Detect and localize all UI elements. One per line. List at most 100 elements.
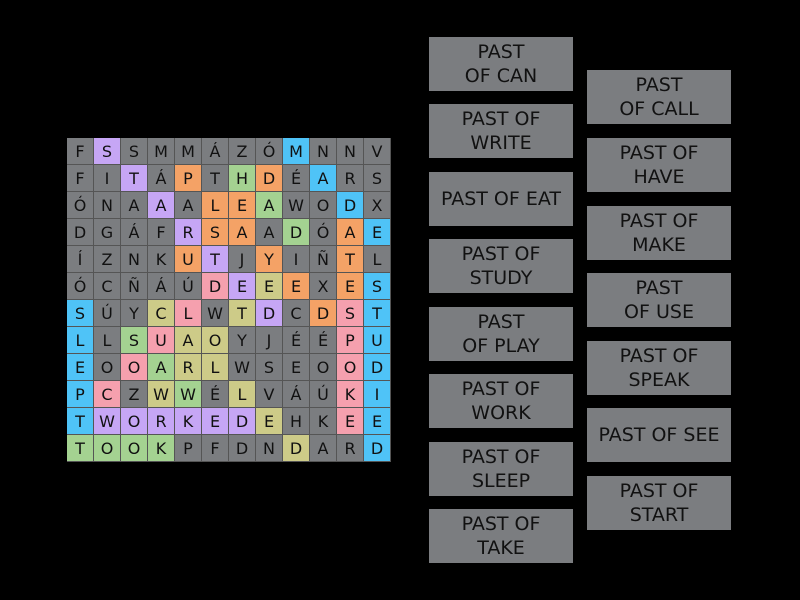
grid-cell[interactable]: P	[175, 165, 202, 192]
grid-cell[interactable]: A	[310, 165, 337, 192]
grid-cell[interactable]: Ñ	[310, 246, 337, 273]
grid-cell[interactable]: O	[310, 192, 337, 219]
grid-cell[interactable]: U	[364, 327, 391, 354]
grid-cell[interactable]: E	[283, 354, 310, 381]
grid-cell[interactable]: E	[229, 192, 256, 219]
grid-cell[interactable]: O	[121, 435, 148, 462]
grid-cell[interactable]: D	[283, 219, 310, 246]
grid-cell[interactable]: Ó	[67, 273, 94, 300]
grid-cell[interactable]: Á	[121, 219, 148, 246]
grid-cell[interactable]: W	[283, 192, 310, 219]
grid-cell[interactable]: E	[229, 273, 256, 300]
grid-cell[interactable]: N	[94, 192, 121, 219]
grid-cell[interactable]: A	[175, 192, 202, 219]
grid-cell[interactable]: M	[283, 138, 310, 165]
grid-cell[interactable]: Y	[121, 300, 148, 327]
grid-cell[interactable]: P	[67, 381, 94, 408]
grid-cell[interactable]: Z	[229, 138, 256, 165]
grid-cell[interactable]: I	[94, 165, 121, 192]
grid-cell[interactable]: D	[67, 219, 94, 246]
grid-cell[interactable]: W	[202, 300, 229, 327]
grid-cell[interactable]: D	[364, 435, 391, 462]
grid-cell[interactable]: X	[364, 192, 391, 219]
grid-cell[interactable]: A	[229, 219, 256, 246]
grid-cell[interactable]: C	[94, 381, 121, 408]
grid-cell[interactable]: S	[364, 273, 391, 300]
grid-cell[interactable]: D	[364, 354, 391, 381]
grid-cell[interactable]: L	[229, 381, 256, 408]
grid-cell[interactable]: Ú	[94, 300, 121, 327]
grid-cell[interactable]: C	[283, 300, 310, 327]
grid-cell[interactable]: Í	[67, 246, 94, 273]
grid-cell[interactable]: Ú	[310, 381, 337, 408]
grid-cell[interactable]: A	[148, 354, 175, 381]
grid-cell[interactable]: Á	[148, 273, 175, 300]
grid-cell[interactable]: L	[202, 354, 229, 381]
grid-cell[interactable]: N	[310, 138, 337, 165]
grid-cell[interactable]: O	[121, 354, 148, 381]
grid-cell[interactable]: A	[310, 435, 337, 462]
grid-cell[interactable]: Á	[148, 165, 175, 192]
grid-cell[interactable]: T	[67, 408, 94, 435]
grid-cell[interactable]: N	[256, 435, 283, 462]
grid-cell[interactable]: N	[121, 246, 148, 273]
grid-cell[interactable]: T	[337, 246, 364, 273]
grid-cell[interactable]: H	[229, 165, 256, 192]
grid-cell[interactable]: Z	[121, 381, 148, 408]
grid-cell[interactable]: C	[94, 273, 121, 300]
grid-cell[interactable]: E	[364, 408, 391, 435]
grid-cell[interactable]: C	[148, 300, 175, 327]
grid-cell[interactable]: V	[364, 138, 391, 165]
grid-cell[interactable]: W	[94, 408, 121, 435]
grid-cell[interactable]: Z	[94, 246, 121, 273]
grid-cell[interactable]: E	[337, 273, 364, 300]
word-button[interactable]: PAST OF SEE	[587, 408, 731, 462]
grid-cell[interactable]: K	[175, 408, 202, 435]
grid-cell[interactable]: Á	[202, 138, 229, 165]
grid-cell[interactable]: Ó	[310, 219, 337, 246]
grid-cell[interactable]: D	[256, 300, 283, 327]
grid-cell[interactable]: T	[364, 300, 391, 327]
grid-cell[interactable]: S	[67, 300, 94, 327]
grid-cell[interactable]: W	[148, 381, 175, 408]
grid-cell[interactable]: J	[229, 246, 256, 273]
grid-cell[interactable]: W	[229, 354, 256, 381]
grid-cell[interactable]: F	[67, 165, 94, 192]
grid-cell[interactable]: S	[121, 138, 148, 165]
grid-cell[interactable]: W	[175, 381, 202, 408]
grid-cell[interactable]: L	[67, 327, 94, 354]
grid-cell[interactable]: K	[310, 408, 337, 435]
grid-cell[interactable]: H	[283, 408, 310, 435]
grid-cell[interactable]: R	[337, 435, 364, 462]
grid-cell[interactable]: O	[94, 354, 121, 381]
grid-cell[interactable]: D	[202, 273, 229, 300]
grid-cell[interactable]: E	[67, 354, 94, 381]
grid-cell[interactable]: O	[94, 435, 121, 462]
grid-cell[interactable]: S	[202, 219, 229, 246]
grid-cell[interactable]: Ó	[256, 138, 283, 165]
grid-cell[interactable]: D	[229, 435, 256, 462]
grid-cell[interactable]: M	[175, 138, 202, 165]
grid-cell[interactable]: D	[337, 192, 364, 219]
grid-cell[interactable]: D	[283, 435, 310, 462]
grid-cell[interactable]: U	[148, 327, 175, 354]
grid-cell[interactable]: F	[67, 138, 94, 165]
grid-cell[interactable]: U	[175, 246, 202, 273]
grid-cell[interactable]: Á	[283, 381, 310, 408]
grid-cell[interactable]: F	[148, 219, 175, 246]
grid-cell[interactable]: A	[148, 192, 175, 219]
grid-cell[interactable]: S	[364, 165, 391, 192]
grid-cell[interactable]: N	[337, 138, 364, 165]
